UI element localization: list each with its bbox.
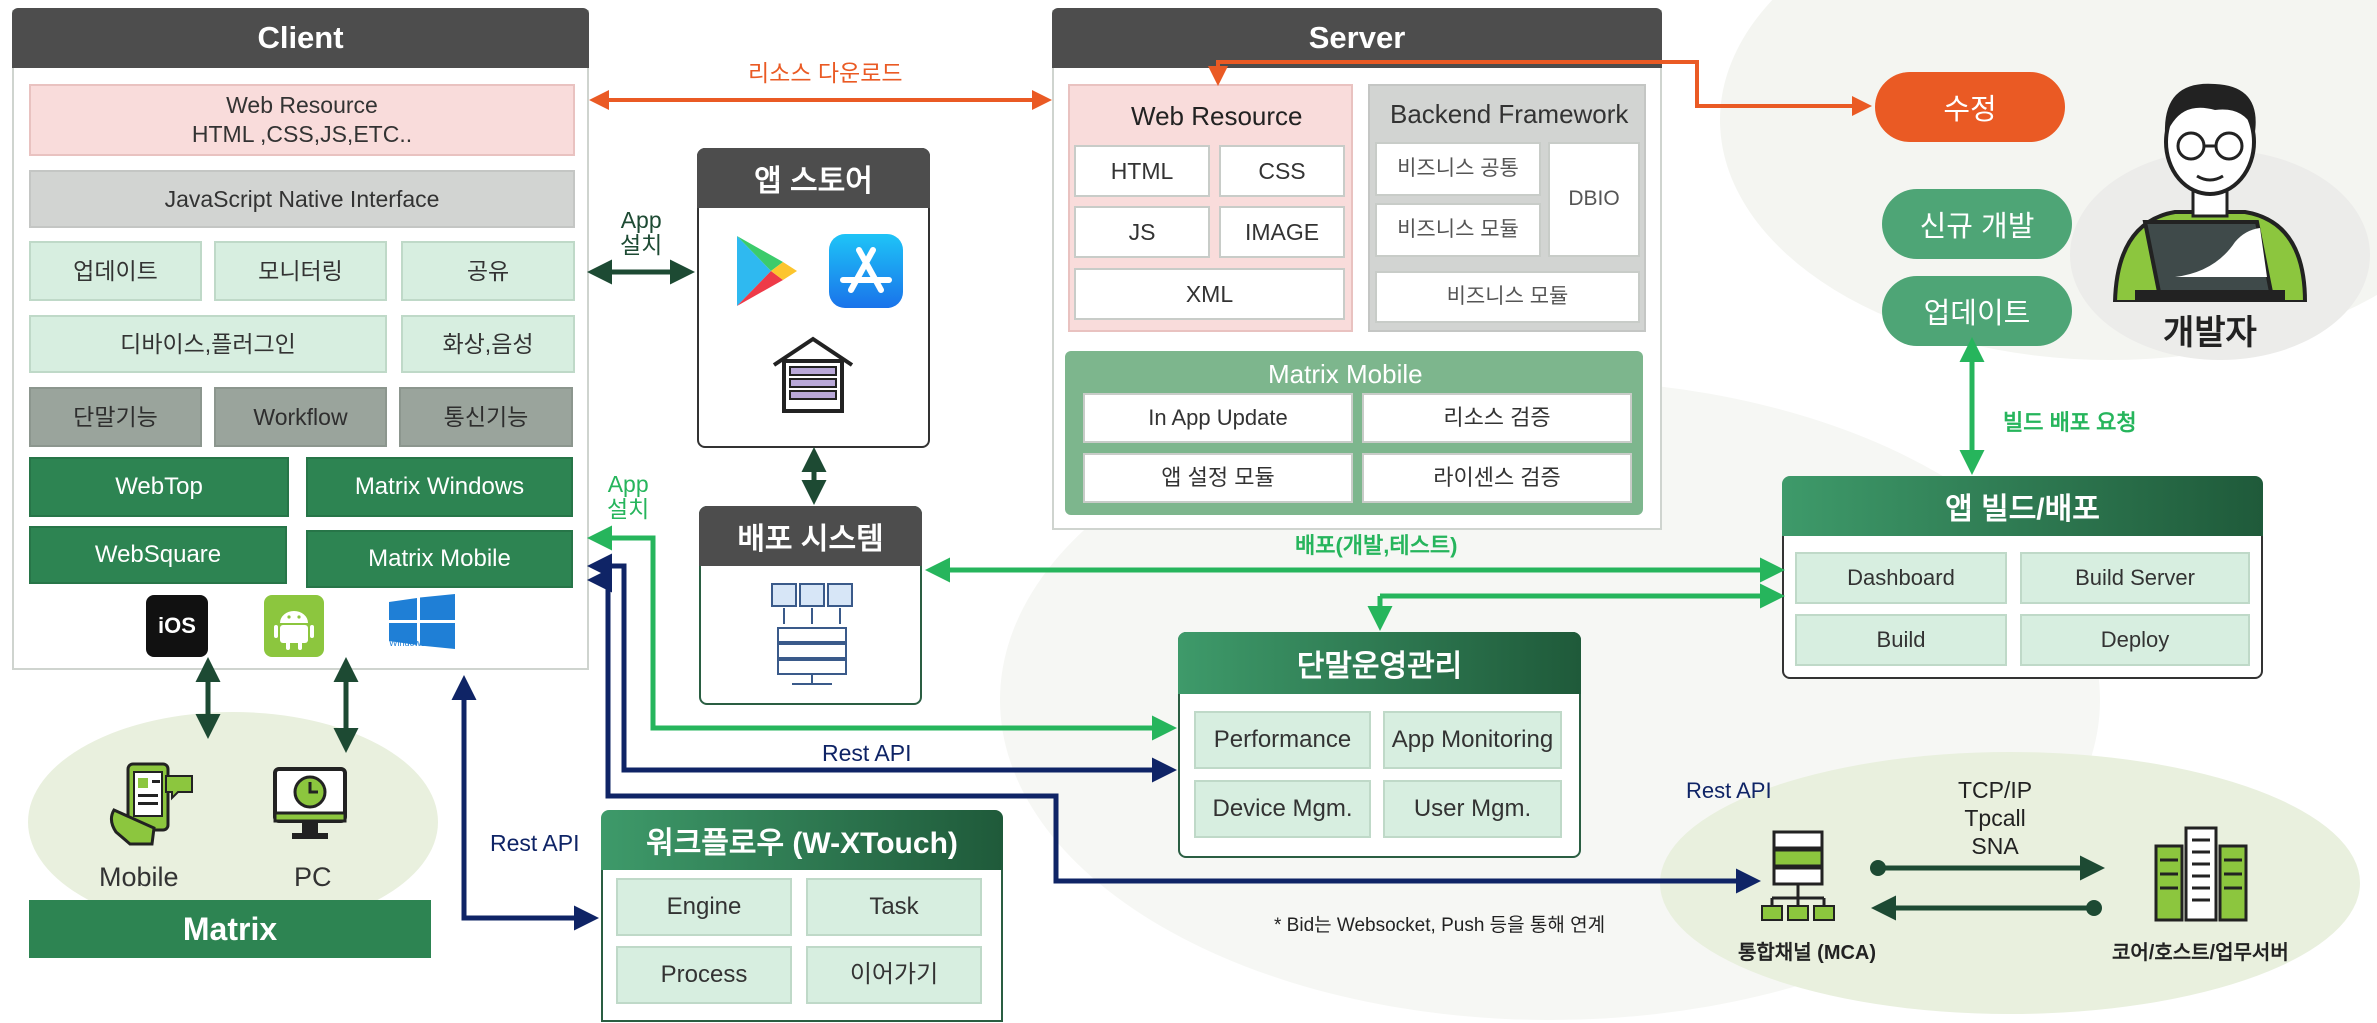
server-image: IMAGE <box>1219 206 1345 258</box>
pc-icon <box>272 766 348 848</box>
server-css: CSS <box>1219 145 1345 197</box>
rest-api-label-3: Rest API <box>1686 778 1772 803</box>
google-play-icon <box>731 232 801 310</box>
license-verify: 라이센스 검증 <box>1362 453 1632 503</box>
server-xml: XML <box>1074 268 1345 320</box>
fix-pill: 수정 <box>1875 72 2065 142</box>
mobile-icon <box>106 760 198 848</box>
new-dev-pill: 신규 개발 <box>1882 189 2072 259</box>
windows10-icon: Windows 10 <box>385 594 459 652</box>
client-device-plugin: 디바이스,플러그인 <box>29 315 387 373</box>
app-settings-module: 앱 설정 모듈 <box>1083 453 1353 503</box>
deploy-box: Deploy <box>2020 614 2250 666</box>
server-html: HTML <box>1074 145 1210 197</box>
client-comm-func: 통신기능 <box>399 387 573 447</box>
build-box: Build <box>1795 614 2007 666</box>
client-webtop: WebTop <box>29 457 289 517</box>
resource-verify: 리소스 검증 <box>1362 393 1632 443</box>
app-store-icon <box>829 234 903 308</box>
server-matrix-mobile-title: Matrix Mobile <box>1268 359 1423 389</box>
client-terminal-func: 단말기능 <box>29 387 202 447</box>
matrix-bg <box>28 712 438 932</box>
developer-icon <box>2105 72 2315 302</box>
store-building-icon <box>770 335 856 415</box>
matrix-pc-label: PC <box>294 862 332 892</box>
client-monitoring: 모니터링 <box>214 241 387 301</box>
resource-download-label: 리소스 다운로드 <box>748 60 903 86</box>
client-workflow: Workflow <box>214 387 387 447</box>
rest-api-label-2: Rest API <box>490 830 580 856</box>
backend-common: 비즈니스 공통 <box>1375 142 1541 196</box>
core-server-icon <box>2150 824 2250 924</box>
mca-label: 통합채널 (MCA) <box>1738 942 1877 964</box>
server-title: Server <box>1052 8 1662 68</box>
matrix-mobile-label: Mobile <box>99 862 179 892</box>
mca-server-icon <box>1760 828 1836 924</box>
build-request-label: 빌드 배포 요청 <box>2003 410 2137 435</box>
core-label: 코어/호스트/업무서버 <box>2112 942 2289 964</box>
developer-title: 개발자 <box>2163 314 2257 352</box>
appstore-title: 앱 스토어 <box>697 148 930 208</box>
backend-module: 비즈니스 모듈 <box>1375 203 1541 257</box>
build-server-box: Build Server <box>2020 552 2250 604</box>
app-install-label-1: App 설치 <box>620 207 663 259</box>
ios-icon: iOS <box>146 595 208 657</box>
client-video-audio: 화상,음성 <box>401 315 575 373</box>
client-matrix-mobile: Matrix Mobile <box>306 530 573 588</box>
matrix-title: Matrix <box>29 900 431 958</box>
client-web-resource: Web Resource HTML ,CSS,JS,ETC.. <box>29 84 575 156</box>
app-build-title: 앱 빌드/배포 <box>1782 476 2263 536</box>
update-pill: 업데이트 <box>1882 276 2072 346</box>
client-share: 공유 <box>401 241 575 301</box>
bid-note: * Bid는 Websocket, Push 등을 통해 연계 <box>1274 915 1606 936</box>
deploy-dev-test-label: 배포(개발,테스트) <box>1295 533 1458 558</box>
backend-module-2: 비즈니스 모듈 <box>1375 271 1640 323</box>
windows10-label: Windows 10 <box>389 638 439 648</box>
client-update: 업데이트 <box>29 241 202 301</box>
workflow-process: Process <box>616 946 792 1004</box>
client-websquare: WebSquare <box>29 526 287 584</box>
rest-api-label-1: Rest API <box>822 740 912 766</box>
client-jni: JavaScript Native Interface <box>29 170 575 228</box>
client-matrix-windows: Matrix Windows <box>306 457 573 517</box>
app-install-label-2: App 설치 <box>607 471 650 523</box>
dashboard-box: Dashboard <box>1795 552 2007 604</box>
workflow-continue: 이어가기 <box>806 946 982 1004</box>
server-js: JS <box>1074 206 1210 258</box>
client-title: Client <box>12 8 589 68</box>
protocols-label: TCP/IP Tpcall SNA <box>1958 777 2033 860</box>
in-app-update: In App Update <box>1083 393 1353 443</box>
android-icon <box>264 595 324 657</box>
backend-dbio: DBIO <box>1548 142 1640 257</box>
